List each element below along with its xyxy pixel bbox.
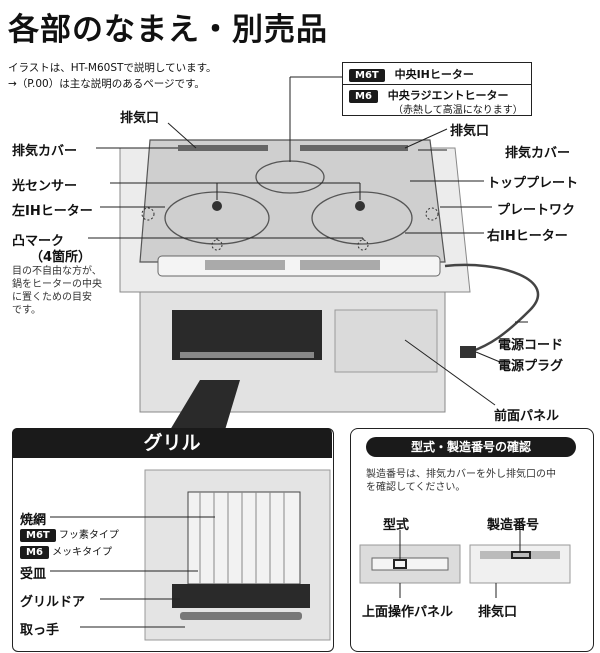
right-exhaust-vent <box>300 145 408 151</box>
power-plug-shape <box>460 346 476 358</box>
model-serial-title: 型式・製造番号の確認 <box>366 437 576 457</box>
label-bump-count: （4箇所） <box>30 250 92 265</box>
label-grill-door: グリルドア <box>20 595 86 610</box>
center-ih-heater-text: 中央IHヒーター <box>394 68 474 81</box>
label-model: 型式 <box>383 518 410 533</box>
left-light-sensor <box>212 201 222 211</box>
model-tag-m6t: M6T <box>349 69 385 82</box>
grate-shape <box>187 491 301 585</box>
front-panel-shape <box>334 309 438 373</box>
grate-type-m6: M6 メッキタイプ <box>20 543 112 559</box>
grill-door-shape <box>172 310 322 360</box>
label-exhaust-right: 排気口 <box>450 124 490 139</box>
label-exhaust-cover-left: 排気カバー <box>12 144 78 159</box>
illustration-note: イラストは、HT-M60STで説明しています。 <box>8 62 217 74</box>
label-exhaust-port: 排気口 <box>478 605 518 620</box>
label-handle: 取っ手 <box>20 623 60 638</box>
grill-handle-shape <box>180 612 302 620</box>
label-grate: 焼網 <box>20 513 47 528</box>
label-bump-mark: 凸マーク <box>12 234 65 249</box>
label-power-cord: 電源コード <box>498 338 564 353</box>
page-ref-note: →（P.00）は主な説明のあるページです。 <box>8 78 205 90</box>
left-exhaust-vent <box>178 145 268 151</box>
grill-title: グリル <box>12 428 332 458</box>
page-title: 各部のなまえ・別売品 <box>8 12 328 48</box>
label-exhaust-left: 排気口 <box>120 111 160 126</box>
label-left-ih: 左IHヒーター <box>12 204 93 219</box>
right-light-sensor <box>355 201 365 211</box>
center-heater-legend: M6T 中央IHヒーター M6 中央ラジエントヒーター （赤熱して高温になります… <box>342 62 532 116</box>
grate-type-m6t: M6T フッ素タイプ <box>20 526 119 542</box>
grill-door-front <box>172 584 310 608</box>
label-plate-frame: プレートワク <box>497 203 576 218</box>
label-light-sensor: 光センサー <box>12 179 78 194</box>
label-power-plug: 電源プラグ <box>498 359 564 374</box>
label-front-panel: 前面パネル <box>494 409 560 424</box>
label-exhaust-cover-right: 排気カバー <box>505 146 571 161</box>
red-hot-note: （赤熱して高温になります） <box>393 105 523 116</box>
serial-check-note: 製造番号は、排気カバーを外し排気口の中 を確認してください。 <box>366 469 556 493</box>
bump-note: 目の不自由な方が、 鍋をヒーターの中央 に置くための目安 です。 <box>12 266 102 316</box>
model-serial-section <box>350 428 594 652</box>
top-plate-shape <box>139 139 446 263</box>
label-pan: 受皿 <box>20 567 47 582</box>
power-cord-shape <box>444 263 540 354</box>
label-top-plate: トッププレート <box>487 176 579 191</box>
right-heater <box>311 191 413 245</box>
model-tag-m6: M6 <box>349 90 378 103</box>
label-serial-number: 製造番号 <box>487 518 540 533</box>
label-right-ih: 右IHヒーター <box>487 229 568 244</box>
label-top-control-panel: 上面操作パネル <box>362 605 454 620</box>
center-radiant-heater-text: 中央ラジエントヒーター <box>387 89 509 102</box>
